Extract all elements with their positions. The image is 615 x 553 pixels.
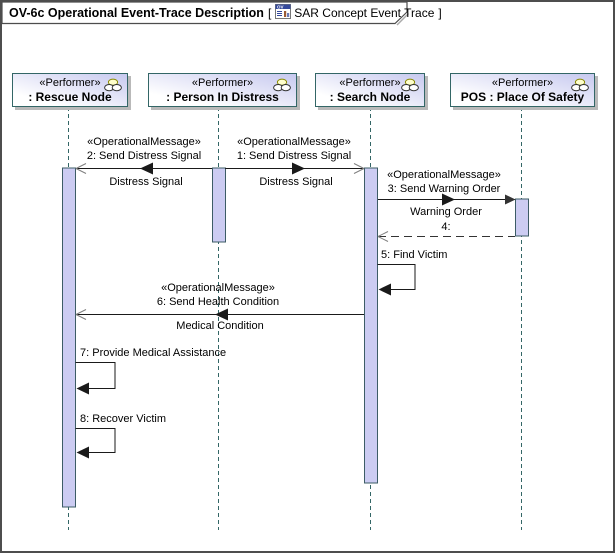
- performer-stereotype: «Performer»: [39, 76, 101, 89]
- performer-icon: [272, 78, 292, 97]
- self-arrowhead: [76, 446, 89, 459]
- ov6c-diagram-icon: OV: [275, 3, 292, 23]
- performer-stereotype: «Performer»: [339, 76, 401, 89]
- performer-name: : Search Node: [329, 89, 411, 104]
- performer-name: POS : Place Of Safety: [460, 89, 585, 104]
- diagram-frame-title: OV-6c Operational Event-Trace Descriptio…: [9, 3, 446, 23]
- sync-arrowhead: [505, 194, 516, 205]
- message-4-reply[interactable]: [377, 231, 515, 242]
- message-6-send-health-condition[interactable]: [75, 308, 364, 321]
- message-3-stereotype[interactable]: «OperationalMessage»: [387, 169, 501, 181]
- message-8-recover-victim[interactable]: [75, 428, 116, 459]
- message-7-provide-medical-assistance[interactable]: [75, 362, 116, 395]
- message-6-conveyed-item[interactable]: Medical Condition: [176, 320, 264, 332]
- performer-stereotype: «Performer»: [191, 76, 254, 89]
- performer-icon: [400, 78, 420, 97]
- conveyed-flow-arrow: [292, 162, 305, 175]
- message-6-label[interactable]: 6: Send Health Condition: [156, 296, 280, 308]
- svg-text:OV: OV: [277, 4, 284, 9]
- message-3-label[interactable]: 3: Send Warning Order: [387, 183, 501, 195]
- message-4-label[interactable]: 4:: [441, 221, 451, 233]
- message-1-label[interactable]: 1: Send Distress Signal: [236, 150, 352, 162]
- performer-icon: [103, 78, 123, 97]
- message-1-conveyed-item[interactable]: Distress Signal: [259, 176, 333, 188]
- conveyed-flow-arrow: [442, 193, 455, 206]
- diagram-kind-title: OV-6c Operational Event-Trace Descriptio…: [9, 6, 264, 20]
- message-2-stereotype[interactable]: «OperationalMessage»: [87, 136, 201, 148]
- message-6-stereotype[interactable]: «OperationalMessage»: [161, 282, 275, 294]
- message-2-send-distress-signal[interactable]: [75, 162, 212, 175]
- activation-rescue-node[interactable]: [62, 167, 76, 508]
- message-1-stereotype[interactable]: «OperationalMessage»: [237, 136, 351, 148]
- bracket-open: [: [267, 6, 272, 20]
- lifeline-head-place-of-safety[interactable]: «Performer» POS : Place Of Safety: [450, 73, 595, 107]
- activation-person-in-distress[interactable]: [212, 167, 226, 243]
- conveyed-flow-arrow: [215, 308, 228, 321]
- lifeline-head-search-node[interactable]: «Performer» : Search Node: [315, 73, 425, 107]
- message-5-label[interactable]: 5: Find Victim: [381, 249, 448, 261]
- message-2-label[interactable]: 2: Send Distress Signal: [86, 150, 202, 162]
- message-5-find-victim[interactable]: [377, 264, 416, 296]
- diagram-name: SAR Concept Event Trace: [294, 6, 435, 20]
- bracket-close: ]: [438, 6, 442, 20]
- performer-name: : Person In Distress: [166, 89, 279, 104]
- lifeline-head-rescue-node[interactable]: «Performer» : Rescue Node: [12, 73, 128, 107]
- self-arrowhead: [76, 382, 89, 395]
- lifeline-head-person-in-distress[interactable]: «Performer» : Person In Distress: [148, 73, 297, 107]
- message-1-send-distress-signal[interactable]: [225, 162, 365, 175]
- message-2-conveyed-item[interactable]: Distress Signal: [109, 176, 183, 188]
- activation-search-node[interactable]: [364, 167, 378, 484]
- conveyed-flow-arrow: [140, 162, 153, 175]
- message-3-send-warning-order[interactable]: [378, 193, 516, 206]
- message-7-label[interactable]: 7: Provide Medical Assistance: [80, 347, 227, 359]
- performer-stereotype: «Performer»: [491, 76, 554, 89]
- message-8-label[interactable]: 8: Recover Victim: [80, 413, 166, 425]
- self-arrowhead: [378, 283, 391, 296]
- activation-place-of-safety[interactable]: [515, 198, 529, 237]
- performer-name: : Rescue Node: [28, 89, 112, 104]
- performer-icon: [570, 78, 590, 97]
- message-3-conveyed-item[interactable]: Warning Order: [410, 206, 482, 218]
